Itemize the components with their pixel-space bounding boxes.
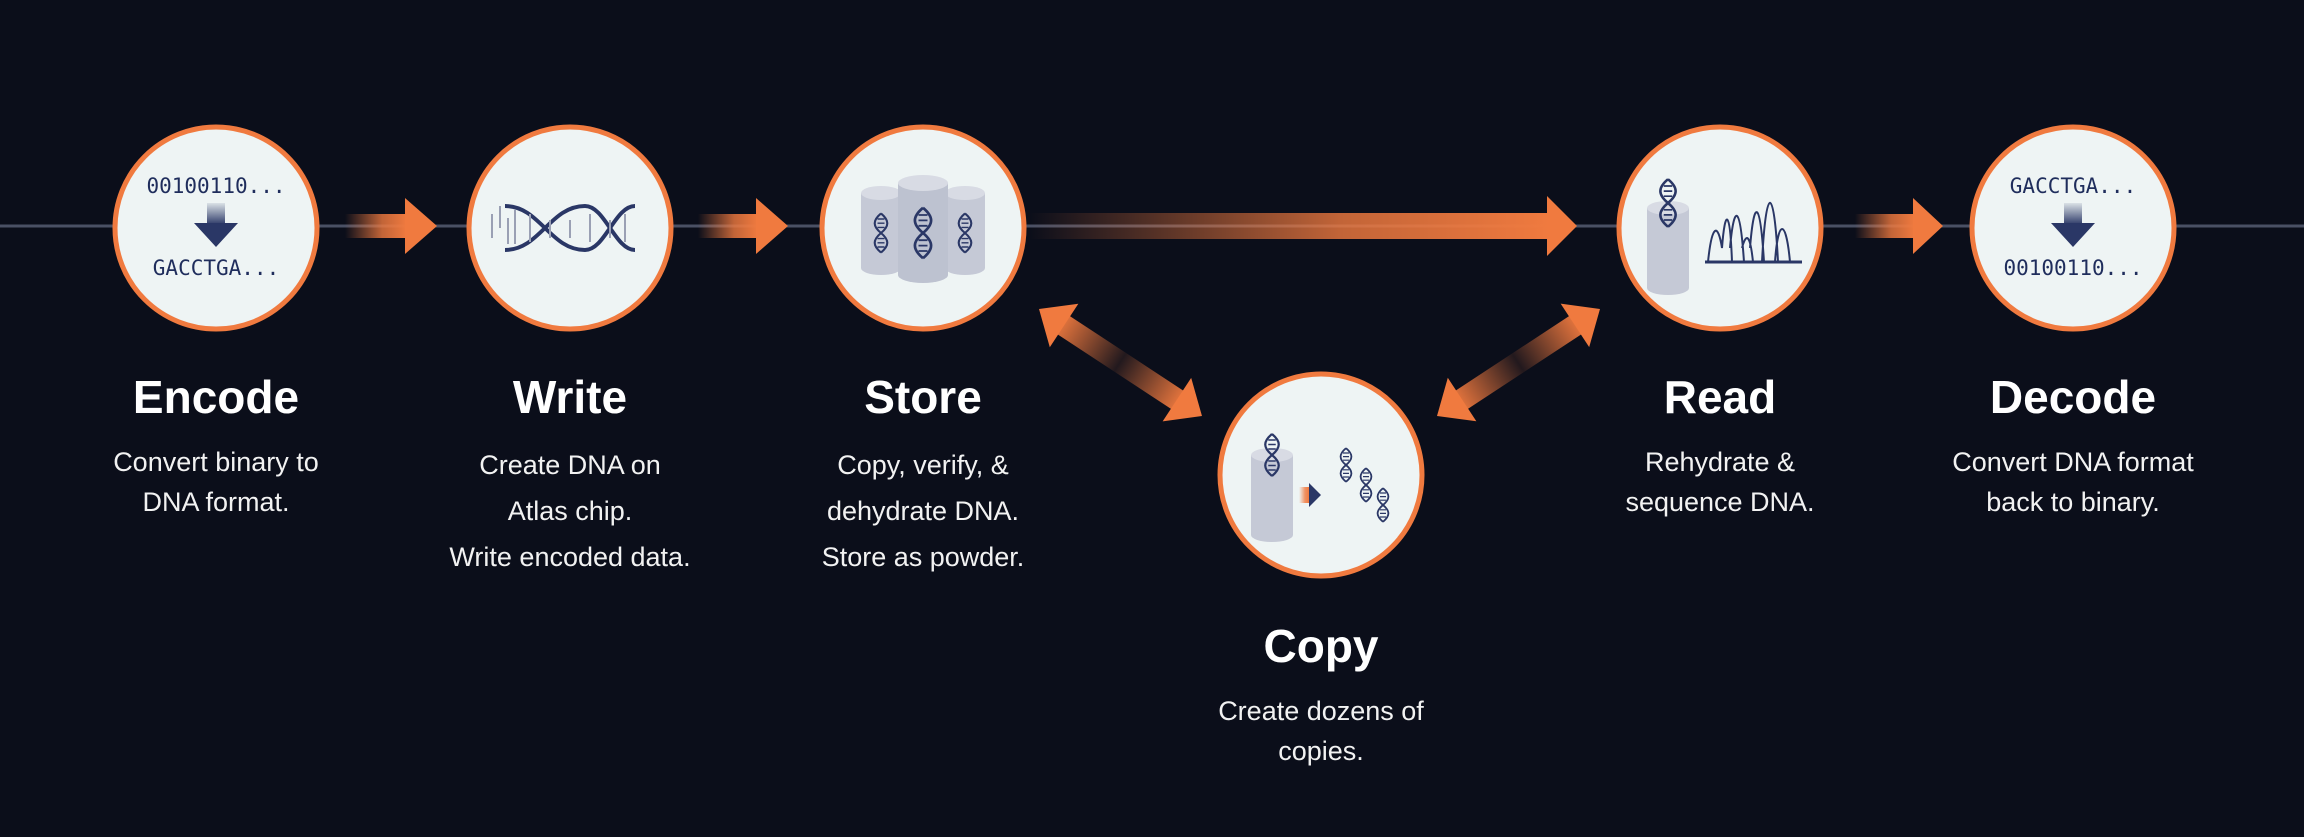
step-copy-circle — [1217, 371, 1425, 579]
arrow-store-copy — [1039, 303, 1202, 422]
step-decode-circle: GACCTGA... 00100110... — [1969, 124, 2177, 332]
step-desc: back to binary. — [1986, 487, 2160, 517]
step-desc: Create dozens of — [1218, 696, 1424, 726]
step-title: Copy — [1263, 620, 1379, 672]
svg-text:00100110...: 00100110... — [2003, 256, 2142, 280]
step-title: Store — [864, 371, 982, 423]
step-desc: Convert binary to — [113, 447, 319, 477]
step-title: Encode — [132, 371, 300, 423]
step-encode-label: Encode Convert binary to DNA format. — [36, 374, 396, 522]
arrow-store-read — [1029, 196, 1577, 256]
step-desc: copies. — [1278, 736, 1364, 766]
sequencing-icon — [1647, 177, 1802, 295]
step-desc: Create DNA on — [479, 450, 661, 480]
arrow-copy-read — [1437, 303, 1600, 422]
step-write-label: Write Create DNA on Atlas chip. Write enco… — [390, 374, 750, 580]
binary-to-dna-icon: 00100110... GACCTGA... — [146, 174, 285, 280]
svg-text:00100110...: 00100110... — [146, 174, 285, 198]
copy-dna-icon — [1251, 432, 1390, 542]
step-desc: Rehydrate & — [1644, 447, 1796, 477]
svg-text:GACCTGA...: GACCTGA... — [2010, 174, 2136, 198]
step-read-label: Read Rehydrate & sequence DNA. — [1540, 374, 1900, 522]
step-desc: Store as powder. — [821, 542, 1025, 572]
step-title: Read — [1663, 371, 1777, 423]
svg-text:GACCTGA...: GACCTGA... — [153, 256, 279, 280]
step-decode-label: Decode Convert DNA format back to binary. — [1893, 374, 2253, 522]
dna-helix-icon — [491, 204, 636, 252]
step-store-circle — [819, 124, 1027, 332]
step-store-label: Store Copy, verify, & dehydrate DNA. Store… — [743, 374, 1103, 580]
step-write-circle — [466, 124, 674, 332]
step-copy-label: Copy Create dozens of copies. — [1141, 623, 1501, 771]
arrow-encode-write — [345, 198, 437, 254]
arrow-write-store — [698, 198, 788, 254]
storage-vials-icon — [861, 175, 985, 283]
step-desc: Atlas chip. — [507, 496, 633, 526]
step-desc: Write encoded data. — [449, 542, 691, 572]
step-read-circle — [1616, 124, 1824, 332]
step-encode-circle: 00100110... GACCTGA... — [112, 124, 320, 332]
step-desc: Convert DNA format — [1952, 447, 2194, 477]
step-title: Write — [512, 371, 628, 423]
arrow-read-decode — [1855, 198, 1943, 254]
step-title: Decode — [1989, 371, 2157, 423]
step-desc: DNA format. — [142, 487, 290, 517]
step-desc: sequence DNA. — [1625, 487, 1815, 517]
step-desc: dehydrate DNA. — [826, 496, 1020, 526]
step-desc: Copy, verify, & — [837, 450, 1009, 480]
dna-to-binary-icon: GACCTGA... 00100110... — [2003, 174, 2142, 280]
